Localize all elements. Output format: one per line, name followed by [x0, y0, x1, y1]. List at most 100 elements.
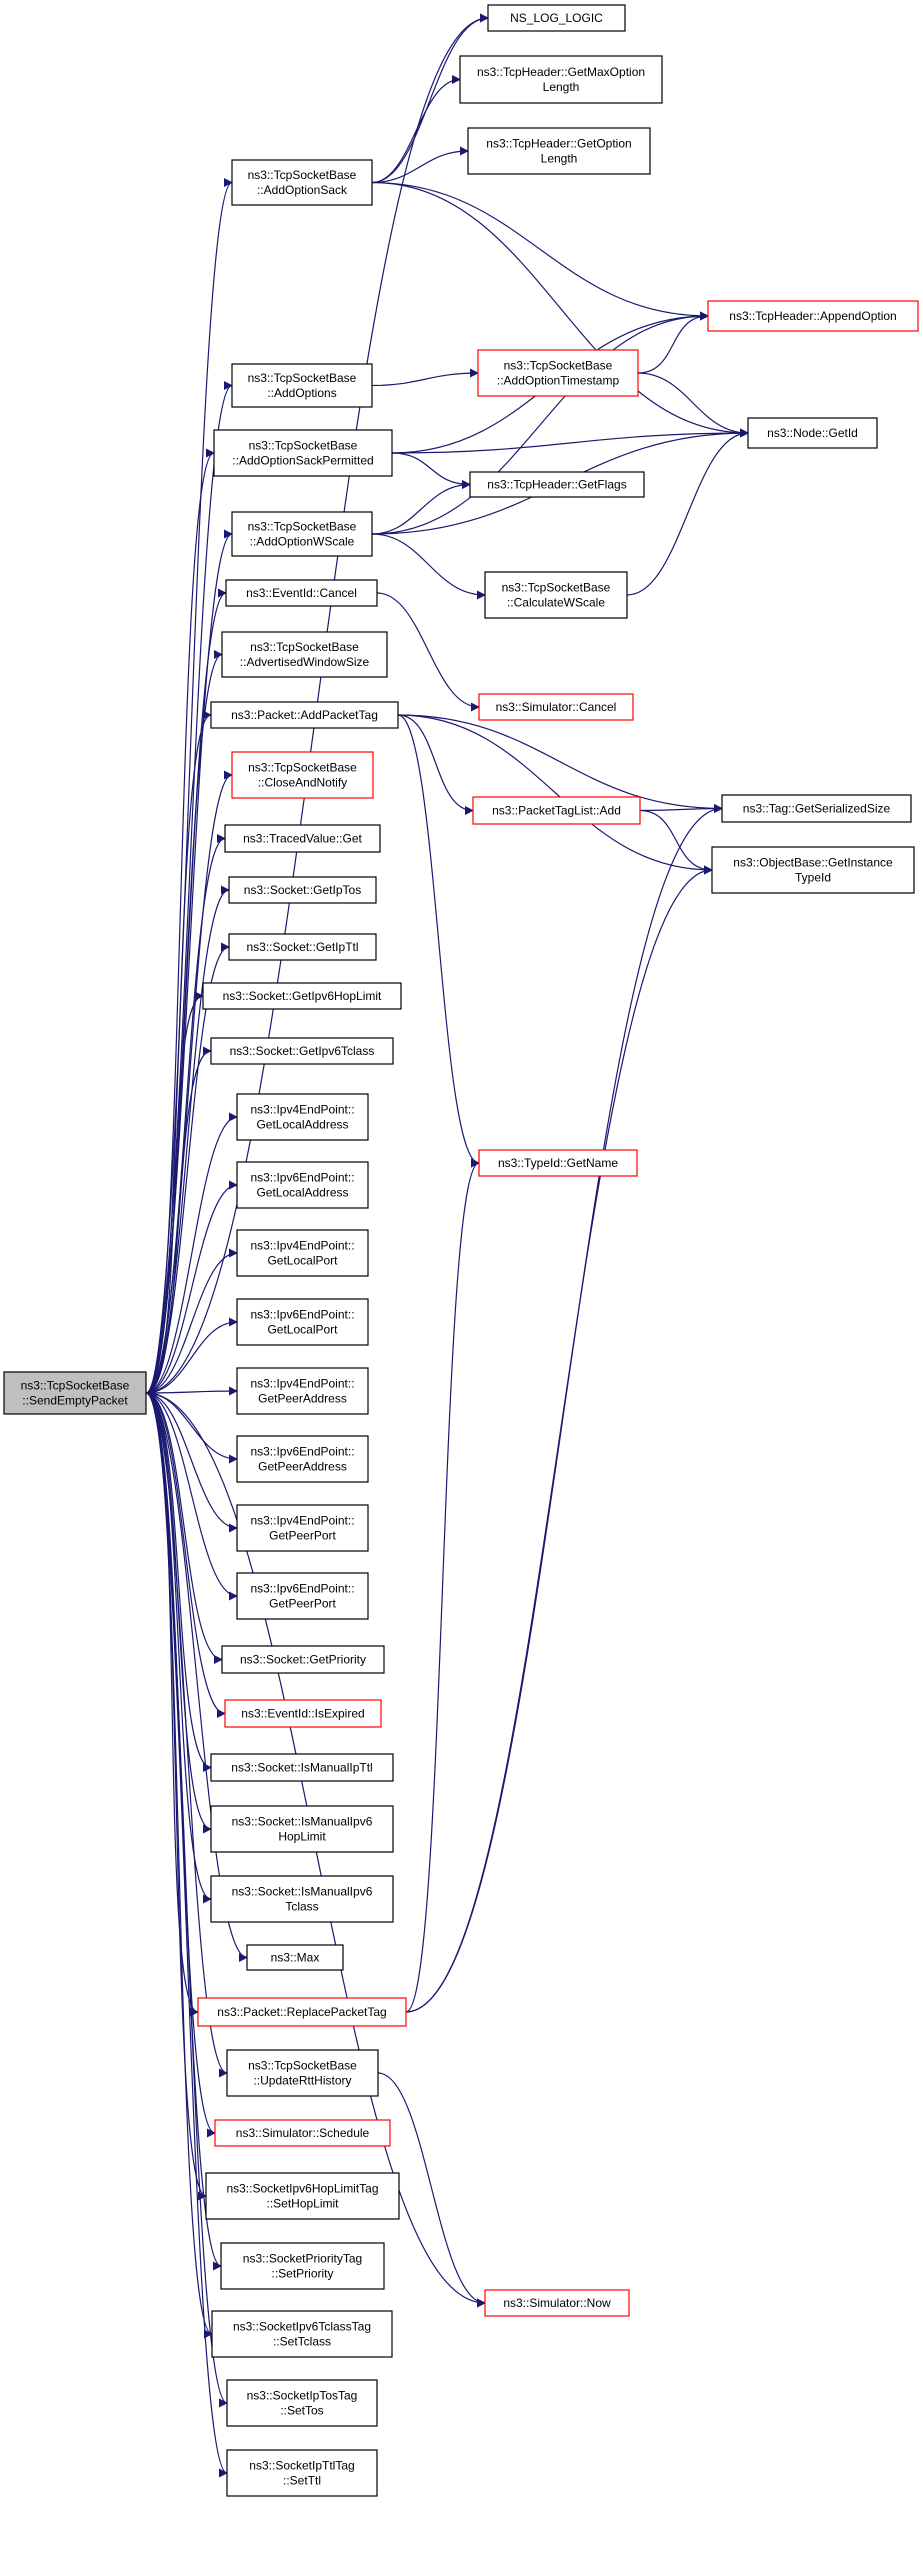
edge-root-to-v6locaddr	[145, 1180, 238, 1394]
edge-root-to-addoptions	[145, 381, 233, 1394]
node-label-line: ::CloseAndNotify	[258, 776, 347, 790]
node-box	[236, 1161, 369, 1209]
node-isexpired[interactable]: ns3::EventId::IsExpired	[224, 1699, 382, 1728]
node-label-line: ns3::TcpHeader::GetOption	[486, 137, 631, 151]
node-label-line: NS_LOG_LOGIC	[510, 11, 603, 25]
node-label-line: ns3::SocketIpTtlTag	[249, 2459, 354, 2473]
node-simcancel[interactable]: ns3::Simulator::Cancel	[478, 693, 634, 721]
node-label-line: ns3::Ipv6EndPoint::	[250, 1445, 354, 1459]
node-addwscale[interactable]: ns3::TcpSocketBase::AddOptionWScale	[231, 511, 373, 557]
node-box	[213, 429, 393, 477]
node-label-line: ns3::TracedValue::Get	[243, 832, 362, 846]
edge-addsack-to-getoptlen	[371, 146, 469, 184]
edge-addwscale-to-calcwscale	[371, 533, 486, 600]
node-ptladd[interactable]: ns3::PacketTagList::Add	[472, 796, 641, 825]
node-box	[225, 579, 378, 607]
node-label-line: ns3::Ipv6EndPoint::	[250, 1582, 354, 1596]
node-replacetag[interactable]: ns3::Packet::ReplacePacketTag	[197, 1997, 407, 2027]
node-box	[226, 2379, 378, 2427]
node-getiptos[interactable]: ns3::Socket::GetIpTos	[228, 876, 377, 904]
node-getsersize[interactable]: ns3::Tag::GetSerializedSize	[721, 794, 912, 823]
node-label-line: ::SetPriority	[271, 2267, 333, 2281]
node-getid[interactable]: ns3::Node::GetId	[747, 417, 878, 449]
edge-replacetag-to-getinsttid	[405, 865, 713, 2013]
node-label-line: ns3::TcpSocketBase	[248, 168, 357, 182]
edge-root-to-v6locport	[145, 1317, 238, 1394]
node-label-line: Length	[541, 152, 578, 166]
node-simnow[interactable]: ns3::Simulator::Now	[484, 2289, 630, 2317]
edge-addsack-to-getmaxopt	[371, 75, 461, 184]
node-label-line: ns3::Ipv6EndPoint::	[250, 1171, 354, 1185]
node-v6peeraddr[interactable]: ns3::Ipv6EndPoint::GetPeerAddress	[236, 1435, 369, 1483]
node-addoptions[interactable]: ns3::TcpSocketBase::AddOptions	[231, 363, 373, 408]
edge-root-to-updrtt	[145, 1392, 228, 2078]
node-advwin[interactable]: ns3::TcpSocketBase::AdvertisedWindowSize	[221, 631, 388, 678]
node-box	[205, 2172, 400, 2220]
node-v4peeraddr[interactable]: ns3::Ipv4EndPoint::GetPeerAddress	[236, 1367, 369, 1415]
edge-root-to-v4peeraddr	[145, 1386, 238, 1396]
edge-evcancel-to-simcancel	[376, 592, 480, 712]
node-label-line: ::AddOptionSack	[257, 183, 348, 197]
node-schedule[interactable]: ns3::Simulator::Schedule	[214, 2119, 391, 2147]
node-addsack[interactable]: ns3::TcpSocketBase::AddOptionSack	[231, 159, 373, 206]
node-label-line: ::SetHopLimit	[266, 2197, 339, 2211]
node-tracedget[interactable]: ns3::TracedValue::Get	[224, 824, 381, 853]
node-box	[220, 2242, 385, 2290]
node-settos[interactable]: ns3::SocketIpTosTag::SetTos	[226, 2379, 378, 2427]
node-v4peerport[interactable]: ns3::Ipv4EndPoint::GetPeerPort	[236, 1504, 369, 1552]
node-label-line: ::AddOptionTimestamp	[497, 374, 620, 388]
node-updrtt[interactable]: ns3::TcpSocketBase::UpdateRttHistory	[226, 2049, 379, 2097]
edge-addsack-to-getid	[371, 181, 749, 438]
node-addpkttag[interactable]: ns3::Packet::AddPacketTag	[210, 701, 399, 729]
node-box	[224, 1699, 382, 1728]
node-label-line: ns3::Packet::AddPacketTag	[231, 708, 378, 722]
node-getv6hop[interactable]: ns3::Socket::GetIpv6HopLimit	[202, 982, 402, 1010]
node-label-line: ::AddOptions	[267, 386, 336, 400]
node-log[interactable]: NS_LOG_LOGIC	[487, 4, 626, 32]
node-v6peerport[interactable]: ns3::Ipv6EndPoint::GetPeerPort	[236, 1572, 369, 1620]
edge-updrtt-to-simnow	[377, 2072, 486, 2308]
node-v6locport[interactable]: ns3::Ipv6EndPoint::GetLocalPort	[236, 1298, 369, 1346]
node-label-line: GetPeerAddress	[258, 1392, 347, 1406]
node-sethop[interactable]: ns3::SocketIpv6HopLimitTag::SetHopLimit	[205, 2172, 400, 2220]
node-v4locport[interactable]: ns3::Ipv4EndPoint::GetLocalPort	[236, 1229, 369, 1277]
node-label-line: ns3::Ipv4EndPoint::	[250, 1377, 354, 1391]
edge-replacetag-to-typeidname	[405, 1158, 480, 2013]
node-max[interactable]: ns3::Max	[246, 1944, 344, 1971]
node-v4locaddr[interactable]: ns3::Ipv4EndPoint::GetLocalAddress	[236, 1093, 369, 1141]
node-box	[197, 1997, 407, 2027]
node-box	[226, 2449, 378, 2497]
node-getipttl[interactable]: ns3::Socket::GetIpTtl	[228, 933, 377, 961]
edge-root-to-addpkttag	[145, 710, 212, 1394]
node-ismanttl[interactable]: ns3::Socket::IsManualIpTtl	[210, 1753, 394, 1782]
node-appendopt[interactable]: ns3::TcpHeader::AppendOption	[707, 300, 919, 332]
node-label-line: ::SetTclass	[273, 2335, 331, 2349]
node-addsackperm[interactable]: ns3::TcpSocketBase::AddOptionSackPermitt…	[213, 429, 393, 477]
node-box	[236, 1229, 369, 1277]
node-setprio[interactable]: ns3::SocketPriorityTag::SetPriority	[220, 2242, 385, 2290]
node-v6locaddr[interactable]: ns3::Ipv6EndPoint::GetLocalAddress	[236, 1161, 369, 1209]
node-getv6tc[interactable]: ns3::Socket::GetIpv6Tclass	[210, 1037, 394, 1065]
node-getprio[interactable]: ns3::Socket::GetPriority	[221, 1645, 385, 1674]
node-addts[interactable]: ns3::TcpSocketBase::AddOptionTimestamp	[477, 349, 639, 397]
node-box	[487, 4, 626, 32]
node-box	[707, 300, 919, 332]
node-box	[467, 127, 651, 175]
node-settclass[interactable]: ns3::SocketIpv6TclassTag::SetTclass	[211, 2310, 393, 2358]
node-closenotify[interactable]: ns3::TcpSocketBase::CloseAndNotify	[231, 751, 374, 799]
node-setttl[interactable]: ns3::SocketIpTtlTag::SetTtl	[226, 2449, 378, 2497]
node-label-line: ns3::TcpSocketBase	[502, 581, 611, 595]
node-label-line: ns3::Socket::GetIpv6HopLimit	[223, 989, 382, 1003]
edge-root-to-v4peerport	[145, 1392, 238, 1533]
edge-addpkttag-to-typeidname	[397, 714, 480, 1168]
node-evcancel[interactable]: ns3::EventId::Cancel	[225, 579, 378, 607]
node-calcwscale[interactable]: ns3::TcpSocketBase::CalculateWScale	[484, 571, 628, 619]
node-label-line: GetLocalAddress	[256, 1118, 348, 1132]
node-typeidname[interactable]: ns3::TypeId::GetName	[478, 1149, 638, 1177]
node-getflags[interactable]: ns3::TcpHeader::GetFlags	[469, 471, 645, 498]
